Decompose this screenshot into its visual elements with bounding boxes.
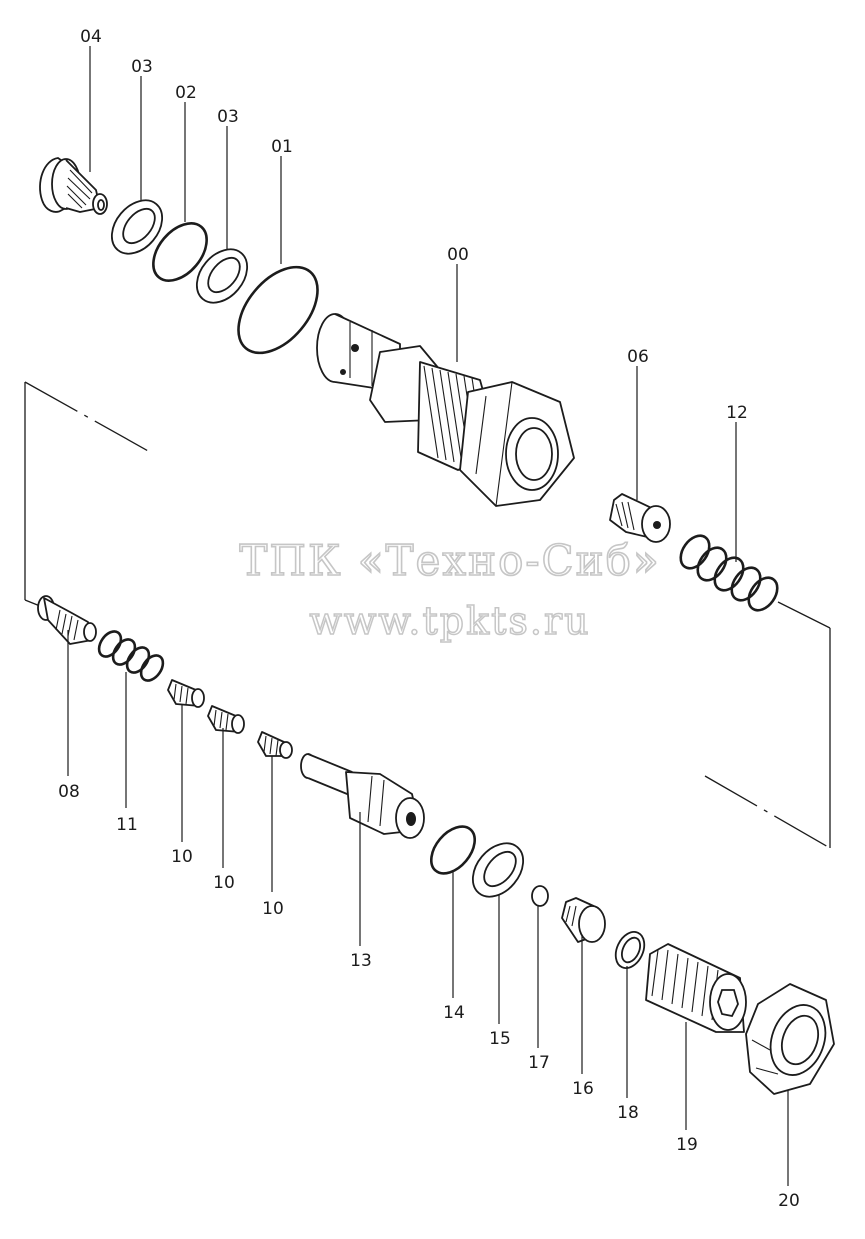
label-16: 16: [572, 1079, 594, 1099]
part-10-shim-b: [207, 705, 245, 734]
label-03-b: 03: [217, 107, 239, 127]
part-14-o-ring: [430, 825, 476, 875]
label-08: 08: [58, 782, 80, 802]
part-03-backup-ring-a: [110, 199, 164, 255]
label-14: 14: [443, 1003, 465, 1023]
leader-lines: [67, 46, 789, 1186]
part-08-poppet: [37, 595, 97, 645]
label-10-a: 10: [171, 847, 193, 867]
label-20: 20: [778, 1191, 800, 1211]
label-19: 19: [676, 1135, 698, 1155]
label-10-b: 10: [213, 873, 235, 893]
part-13-piston: [300, 753, 425, 839]
label-00: 00: [447, 245, 469, 265]
label-18: 18: [617, 1103, 639, 1123]
label-04: 04: [80, 27, 102, 47]
part-12-spring: [679, 534, 779, 612]
label-12: 12: [726, 403, 748, 423]
part-18-ring: [614, 931, 646, 969]
watermark-url: www.tpkts.ru: [309, 599, 590, 643]
part-01-large-o-ring: [237, 265, 319, 355]
label-01: 01: [271, 137, 293, 157]
watermark: ТПК «Техно-Сиб» www.tpkts.ru: [239, 535, 660, 644]
watermark-company: ТПК «Техно-Сиб»: [239, 536, 660, 585]
label-15: 15: [489, 1029, 511, 1049]
part-16-seat: [561, 897, 606, 943]
part-labels: 04 03 02 03 01 00 06 12 08 11 10 10 10 1…: [58, 27, 800, 1211]
label-06: 06: [627, 347, 649, 367]
label-13: 13: [350, 951, 372, 971]
part-15-backup-ring: [471, 842, 525, 898]
part-17-ball: [531, 885, 549, 907]
label-11: 11: [116, 815, 138, 835]
label-02: 02: [175, 83, 197, 103]
label-10-c: 10: [262, 899, 284, 919]
part-06-small-plug: [609, 493, 671, 543]
part-00-valve-body: [316, 313, 575, 507]
label-03-a: 03: [131, 57, 153, 77]
assembly-axis-lines: [24, 381, 831, 849]
part-19-adjusting-screw: [645, 943, 747, 1033]
part-20-lock-nut: [745, 983, 835, 1095]
part-03-backup-ring-b: [195, 248, 249, 304]
part-11-spring: [97, 630, 165, 682]
part-10-shim-a: [167, 679, 205, 708]
part-10-shim-c: [257, 731, 293, 759]
label-17: 17: [528, 1053, 550, 1073]
part-04-plug: [39, 157, 108, 215]
part-02-o-ring: [152, 222, 208, 282]
